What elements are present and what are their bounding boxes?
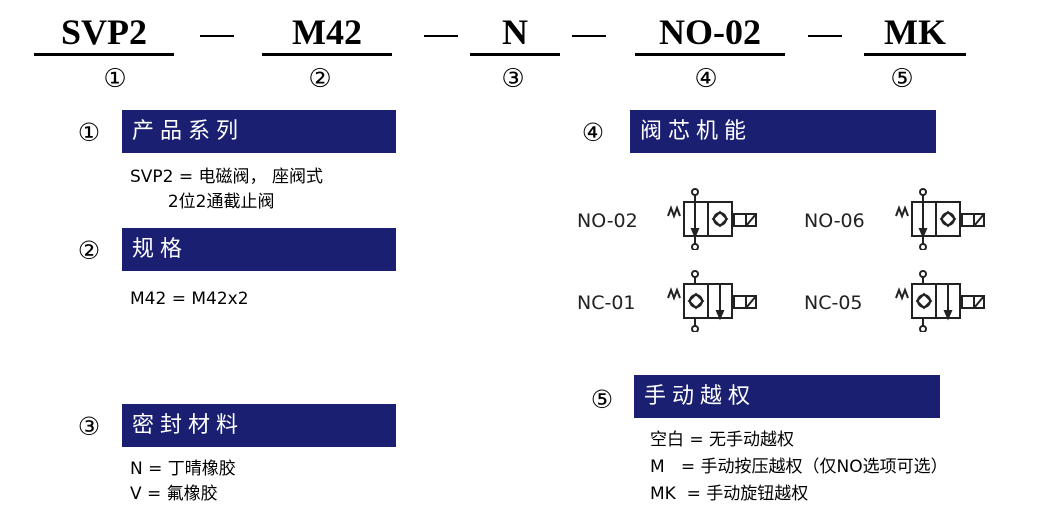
code-spec: M42 [262,12,392,56]
valve-label-no-06: NO-06 [804,210,865,232]
code-seal-underline [470,53,560,56]
code-series-underline [34,53,174,56]
section-number-seal: ③ [77,412,101,441]
position-number-2: ② [308,64,332,94]
code-spec-underline [262,53,392,56]
position-number-3: ③ [501,64,525,94]
spec-line-1: M42 = M42x2 [130,289,249,309]
code-override-underline [864,53,966,56]
valve-symbol-nc-01 [667,270,757,332]
series-line-2: 2位2通截止阀 [130,192,275,212]
code-seal: N [470,12,560,56]
code-spec-text: M42 [292,12,362,52]
position-number-1: ① [103,64,127,94]
override-line-2: M = 手动按压越权（仅NO选项可选） [650,457,948,477]
code-function-text: NO-02 [659,12,761,52]
valve-symbol-no-02 [667,188,757,250]
separator-dash [424,35,458,37]
override-line-3: MK = 手动旋钮越权 [650,484,809,504]
section-header-series: 产品系列 [122,110,396,153]
code-override: MK [864,12,966,56]
valve-label-no-02: NO-02 [577,210,638,232]
code-seal-text: N [502,12,528,52]
separator-dash [572,35,606,37]
seal-line-2: V = 氟橡胶 [130,484,218,504]
valve-symbol-no-06 [895,188,985,250]
separator-dash [200,35,234,37]
valve-symbol-nc-05 [895,270,985,332]
code-series-text: SVP2 [60,12,147,52]
position-number-4: ④ [694,64,718,94]
override-line-1: 空白 = 无手动越权 [650,430,795,450]
valve-label-nc-05: NC-05 [804,292,863,314]
series-line-1: SVP2 = 电磁阀， 座阀式 [130,167,323,187]
code-series: SVP2 [34,12,174,56]
section-header-spec: 规格 [122,228,396,271]
section-header-seal: 密封材料 [122,404,396,447]
section-header-override: 手动越权 [634,375,940,418]
code-function: NO-02 [635,12,785,56]
separator-dash [808,35,842,37]
code-function-underline [635,53,785,56]
code-override-text: MK [884,12,946,52]
position-number-5: ⑤ [890,64,914,94]
section-number-function: ④ [581,118,605,147]
section-number-spec: ② [77,236,101,265]
section-number-override: ⑤ [590,385,614,414]
section-header-function: 阀芯机能 [630,110,936,153]
section-number-series: ① [77,118,101,147]
seal-line-1: N = 丁晴橡胶 [130,459,236,479]
valve-label-nc-01: NC-01 [577,292,636,314]
